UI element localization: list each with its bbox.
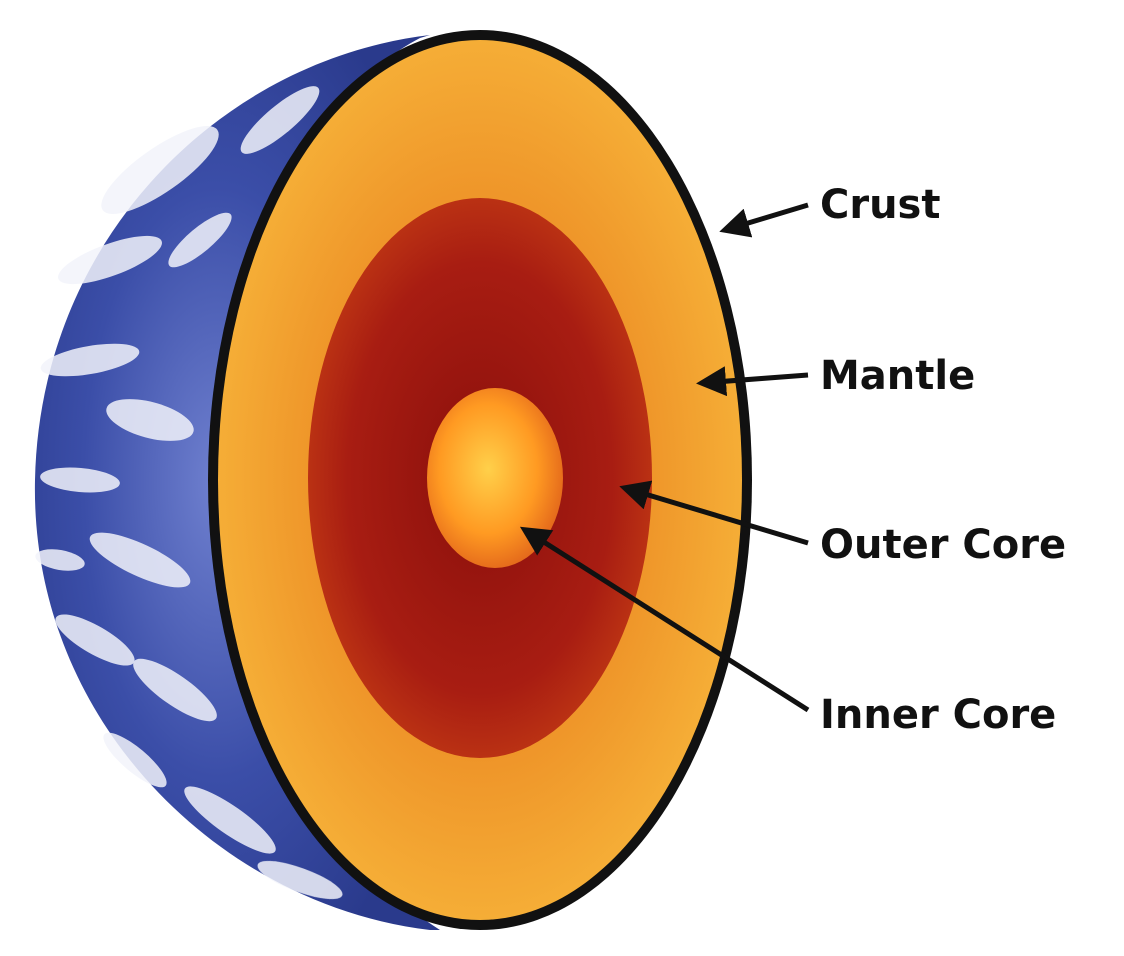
label-crust: Crust (820, 182, 941, 228)
inner-core-layer (427, 388, 563, 568)
label-inner-core: Inner Core (820, 692, 1056, 738)
labels: Crust Mantle Outer Core Inner Core (820, 182, 1066, 738)
crust-pointer (719, 202, 809, 238)
cloud-swirls (35, 86, 343, 900)
label-outer-core: Outer Core (820, 522, 1066, 568)
pointers (519, 202, 810, 713)
earth-surface (34, 35, 440, 930)
label-mantle: Mantle (820, 353, 975, 399)
inner-core-pointer (519, 526, 810, 713)
earth-cutaway (208, 30, 752, 930)
mantle-pointer (696, 366, 809, 397)
outer-core-pointer (619, 480, 809, 546)
